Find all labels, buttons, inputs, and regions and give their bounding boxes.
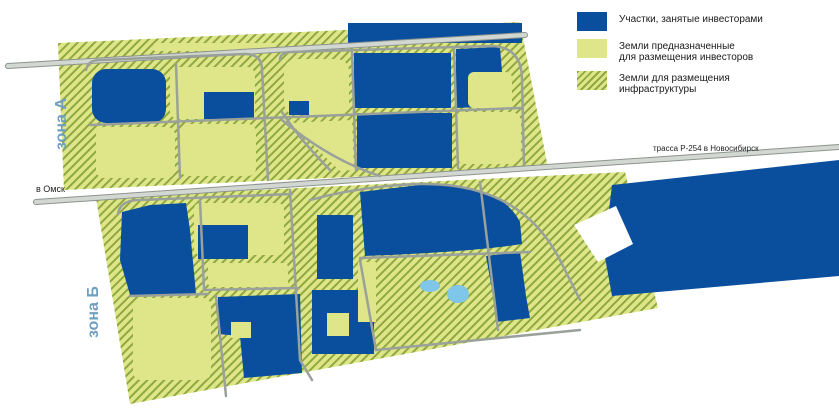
plot[interactable]: [218, 294, 302, 378]
plot[interactable]: [357, 113, 452, 168]
plot[interactable]: [486, 252, 530, 322]
plot[interactable]: [133, 298, 211, 380]
legend-swatch-occupied: [577, 12, 607, 31]
plot[interactable]: [231, 322, 251, 338]
plot[interactable]: [574, 206, 633, 262]
legend-item-infrastructure: Земли для размещения инфраструктуры: [577, 71, 827, 95]
highway-label: трасса Р-254 в Новосибирск: [653, 144, 759, 153]
plot[interactable]: [456, 112, 521, 164]
plot[interactable]: [180, 124, 256, 176]
legend-label-available: Земли предназначенные для размещения инв…: [619, 41, 754, 63]
legend-swatch-infrastructure: [577, 71, 607, 90]
zone-a-blocks: [92, 23, 522, 178]
legend-item-occupied: Участки, занятые инвесторами: [577, 12, 827, 31]
plot[interactable]: [604, 160, 839, 296]
plot[interactable]: [354, 53, 451, 108]
legend-label-occupied: Участки, занятые инвесторами: [619, 14, 763, 25]
plot[interactable]: [289, 101, 309, 115]
road-network: [5, 32, 839, 398]
plot[interactable]: [120, 203, 196, 295]
map-legend: Участки, занятые инвесторами Земли предн…: [577, 12, 827, 103]
legend-item-available: Земли предназначенные для размещения инв…: [577, 39, 827, 63]
zone-b-label: зона Б: [85, 286, 102, 338]
plot[interactable]: [327, 313, 349, 336]
legend-label-infrastructure: Земли для размещения инфраструктуры: [619, 73, 730, 95]
plot[interactable]: [317, 215, 353, 279]
plot[interactable]: [198, 225, 248, 259]
legend-swatch-available: [577, 39, 607, 58]
pond: [447, 285, 469, 303]
plot[interactable]: [92, 69, 166, 123]
omsk-direction-label: в Омск: [36, 184, 65, 194]
plot[interactable]: [96, 127, 175, 178]
pond: [420, 280, 440, 292]
plot[interactable]: [208, 263, 288, 287]
zone-a-label: зона А: [53, 98, 70, 150]
zone-b-blocks: [120, 160, 839, 380]
plot[interactable]: [204, 92, 254, 119]
plot[interactable]: [468, 72, 512, 108]
plot[interactable]: [154, 43, 274, 51]
